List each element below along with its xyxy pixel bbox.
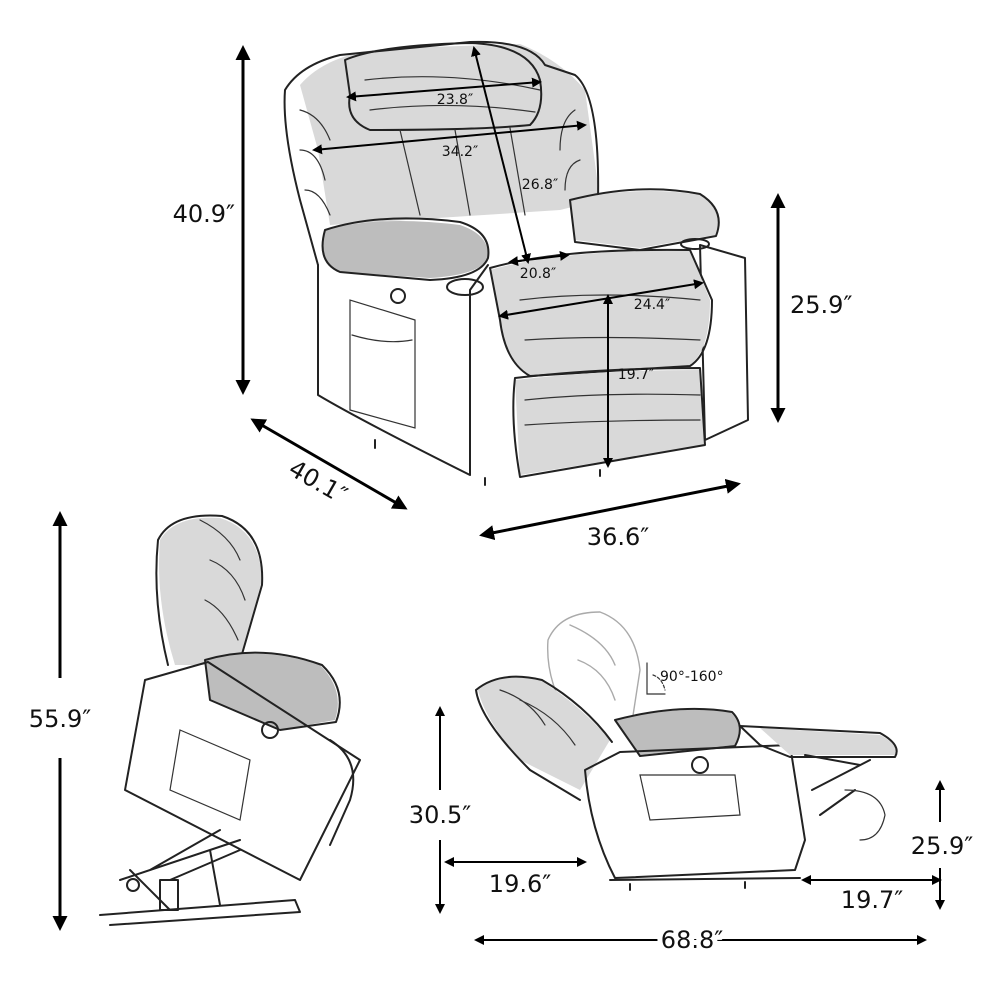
front-view-chair [283, 40, 749, 486]
arm-height-label: 25.9″ [790, 291, 852, 319]
recline-length-label: 68.8″ [661, 926, 723, 954]
recline-body-outline [584, 744, 806, 879]
lift-body-outline [124, 661, 361, 881]
footrest-extension-label: 19.7″ [841, 886, 903, 914]
lift-lever-icon [261, 721, 279, 739]
seat-height-label: 19.7″ [618, 367, 654, 383]
front-view-dimensions: 40.9″ 40.1″ 36.6″ 25.9″ 23.8″ 34.2″ 26.8… [173, 45, 852, 551]
seat-width-label: 20.8″ [520, 266, 556, 282]
recline-angle-label: 90°-160° [660, 669, 724, 685]
footrest-height-label: 25.9″ [911, 832, 973, 860]
lift-view-dimensions: 55.9″ [29, 511, 91, 931]
lift-view-chair [99, 514, 361, 926]
back-height-dimension-line [471, 46, 531, 264]
back-width-dimension-line [312, 120, 587, 155]
cup-holder-icon [446, 278, 484, 296]
back-width-label: 34.2″ [442, 144, 478, 160]
width-dimension-line [479, 478, 741, 541]
recline-view-dimensions: 30.5″ 19.6″ 25.9″ 19.7″ 68.8″ 90°-160° [409, 669, 973, 959]
depth-label: 40.1″ [284, 454, 352, 509]
lift-mechanism [119, 829, 241, 911]
lift-height-label: 55.9″ [29, 705, 91, 733]
footrest-front-outline [512, 367, 706, 478]
recline-view-chair [475, 611, 898, 891]
seat-width-dimension-line [508, 250, 570, 267]
inner-width-label: 24.4″ [634, 297, 670, 313]
recline-backrest-outline [475, 675, 613, 801]
inner-width-dimension-line [498, 279, 704, 320]
depth-dimension-line [250, 418, 408, 510]
back-height-label: 26.8″ [522, 177, 558, 193]
right-arm-outline [569, 188, 720, 251]
pillow-width-label: 23.8″ [437, 92, 473, 108]
recline-lever-icon [691, 756, 709, 774]
width-label: 36.6″ [587, 523, 649, 551]
angle-indicator [646, 662, 666, 695]
height-label: 40.9″ [173, 200, 235, 228]
lift-backrest-outline [155, 514, 264, 669]
recline-height-label: 30.5″ [409, 801, 471, 829]
recline-back-offset-label: 19.6″ [489, 870, 551, 898]
footrest-extended-outline [739, 725, 898, 758]
lever-icon [390, 288, 406, 304]
